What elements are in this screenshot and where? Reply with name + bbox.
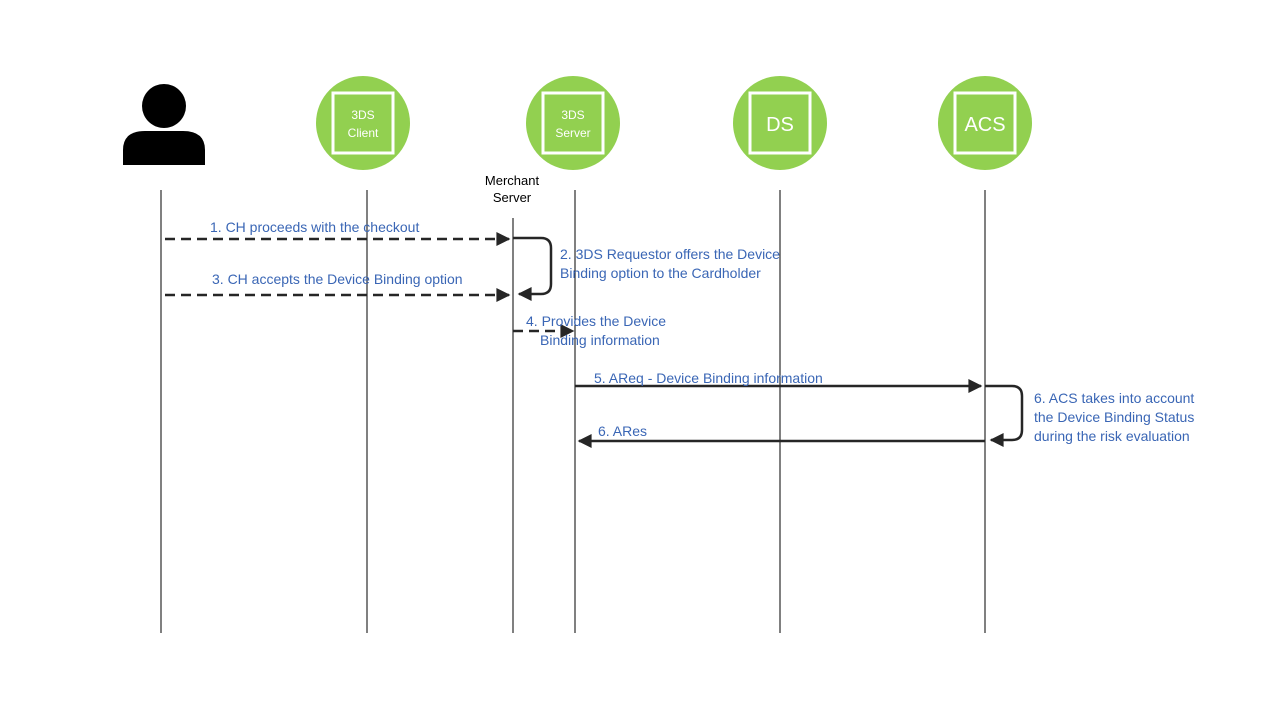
- ds-label: DS: [766, 114, 794, 136]
- ds-icon-circle: [733, 76, 827, 170]
- message-6b: 6. ARes: [577, 423, 985, 448]
- client-participant: 3DS Client: [316, 76, 410, 170]
- client-label-line1: 3DS: [351, 108, 374, 122]
- message-4-label-line1: 4. Provides the Device: [526, 313, 666, 329]
- message-2-loop-arrow: [513, 236, 553, 301]
- client-icon-circle: [316, 76, 410, 170]
- server-participant: 3DS Server: [526, 76, 620, 170]
- server-icon-circle: [526, 76, 620, 170]
- merchant-participant: Merchant Server: [485, 173, 540, 205]
- message-4: 4. Provides the Device Binding informati…: [513, 313, 666, 348]
- cardholder-participant: [123, 84, 205, 165]
- acs-participant: ACS: [938, 76, 1032, 170]
- message-3: 3. CH accepts the Device Binding option: [165, 271, 511, 302]
- message-2: 2. 3DS Requestor offers the Device Bindi…: [513, 236, 780, 301]
- message-6b-label: 6. ARes: [598, 423, 647, 439]
- server-label-line2: Server: [555, 126, 590, 140]
- message-6a-loop-arrow: [985, 384, 1024, 447]
- message-6a-label-line2: the Device Binding Status: [1034, 409, 1194, 425]
- acs-icon-box: [953, 91, 1017, 155]
- message-4-label-line2: Binding information: [540, 332, 660, 348]
- merchant-label-line1: Merchant: [485, 173, 540, 188]
- message-2-label-line1: 2. 3DS Requestor offers the Device: [560, 246, 780, 262]
- message-1-label: 1. CH proceeds with the checkout: [210, 219, 419, 235]
- merchant-label-line2: Server: [493, 190, 532, 205]
- acs-label: ACS: [964, 114, 1005, 136]
- client-label-line2: Client: [348, 126, 379, 140]
- person-icon: [123, 84, 205, 165]
- message-6a-label-line3: during the risk evaluation: [1034, 428, 1190, 444]
- server-icon-box: [541, 91, 605, 155]
- server-label-line1: 3DS: [561, 108, 584, 122]
- message-6a: 6. ACS takes into account the Device Bin…: [985, 384, 1194, 447]
- acs-icon-circle: [938, 76, 1032, 170]
- ds-icon-box: [748, 91, 812, 155]
- message-5: 5. AReq - Device Binding information: [575, 370, 983, 393]
- message-2-label-line2: Binding option to the Cardholder: [560, 265, 761, 281]
- client-icon-box: [331, 91, 395, 155]
- message-6a-label-line1: 6. ACS takes into account: [1034, 390, 1194, 406]
- message-1: 1. CH proceeds with the checkout: [165, 219, 511, 246]
- ds-participant: DS: [733, 76, 827, 170]
- message-5-label: 5. AReq - Device Binding information: [594, 370, 823, 386]
- message-3-label: 3. CH accepts the Device Binding option: [212, 271, 463, 287]
